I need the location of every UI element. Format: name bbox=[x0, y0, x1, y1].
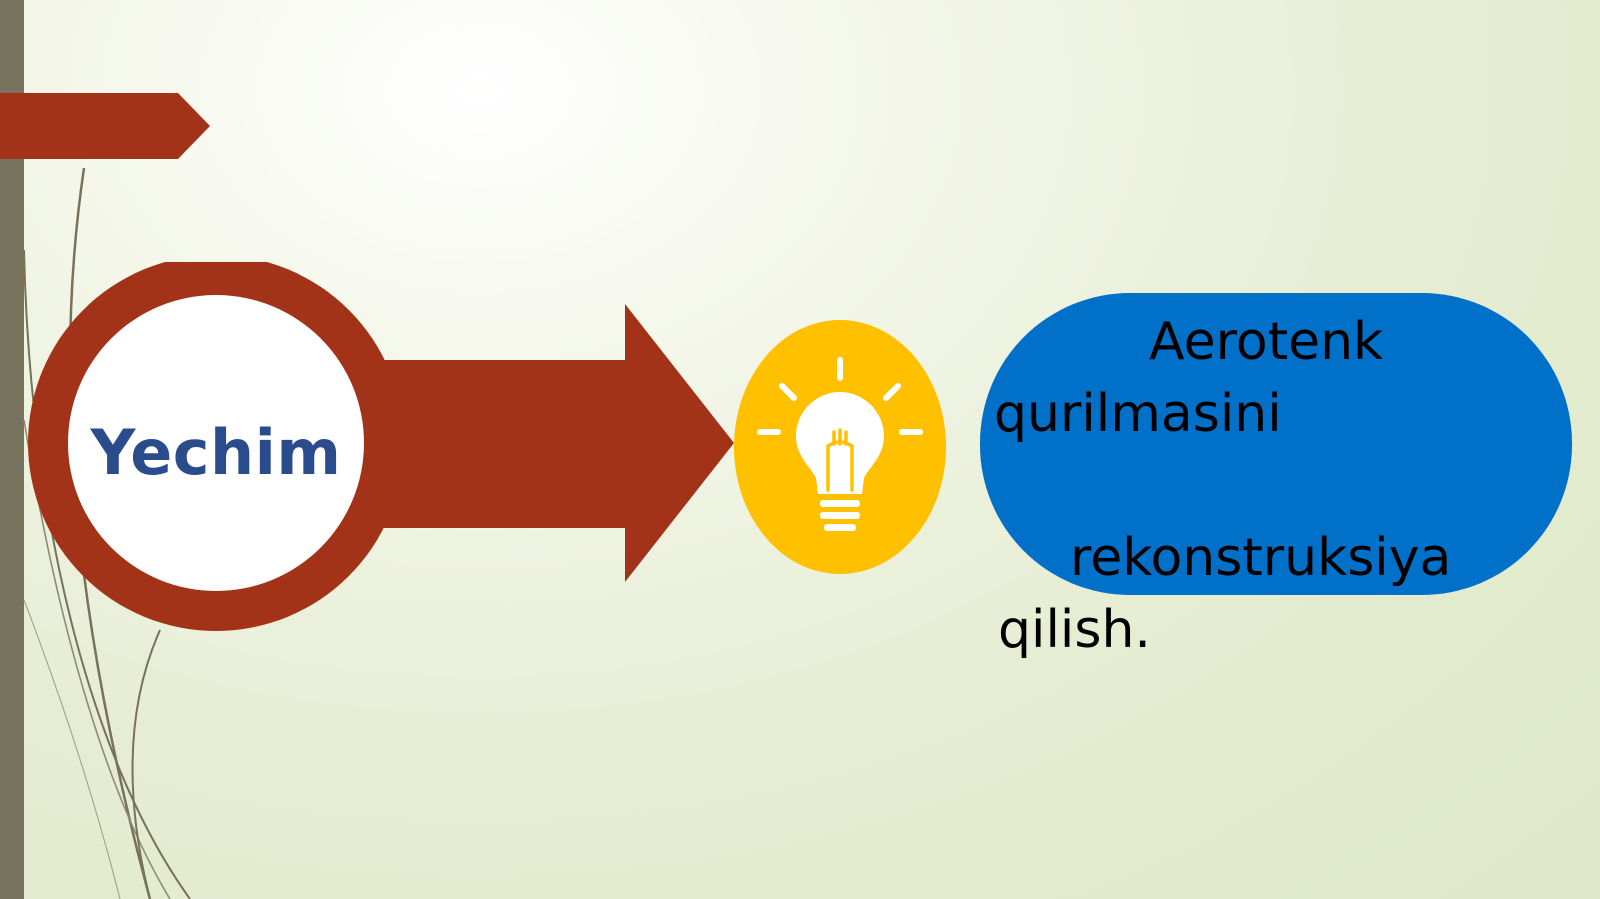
solution-line-spacer bbox=[994, 450, 1584, 522]
solution-line-1: Aerotenk bbox=[1149, 312, 1384, 372]
solution-text: Aerotenk qurilmasini rekonstruksiya qili… bbox=[994, 306, 1584, 666]
top-accent-tab bbox=[0, 93, 210, 159]
solution-arrow-graphic bbox=[28, 262, 734, 631]
solution-line-2: qurilmasini bbox=[994, 384, 1282, 444]
solution-pill bbox=[980, 293, 1572, 595]
lightbulb-icon bbox=[734, 320, 946, 574]
solution-line-4: qilish. bbox=[998, 600, 1151, 660]
solution-line-3: rekonstruksiya bbox=[1070, 528, 1452, 588]
yechim-label: Yechim bbox=[90, 415, 342, 489]
